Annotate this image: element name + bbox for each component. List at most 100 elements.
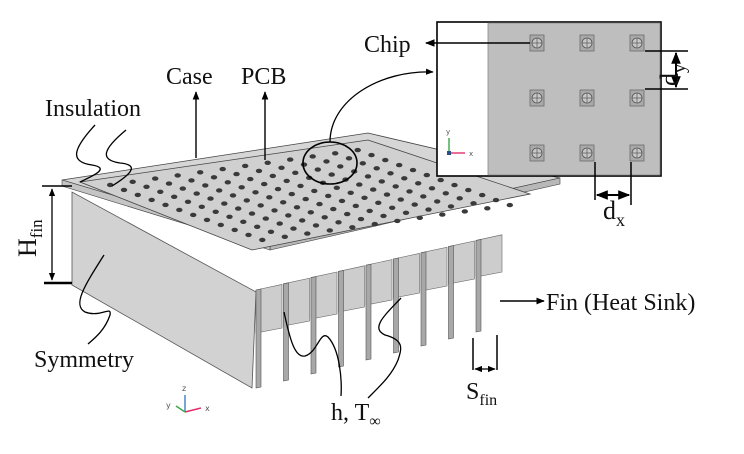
hfin-label: Hfin xyxy=(13,219,46,257)
fin xyxy=(448,245,454,340)
main-axis-triad: z x y xyxy=(166,384,210,413)
chip xyxy=(380,213,387,219)
chip xyxy=(129,179,136,184)
chip xyxy=(309,154,316,159)
chip xyxy=(242,163,249,169)
chip xyxy=(397,197,404,202)
chip xyxy=(364,174,372,179)
chip xyxy=(345,156,353,161)
chip xyxy=(193,191,200,196)
chip xyxy=(238,185,245,190)
chip xyxy=(328,172,335,177)
chip xyxy=(157,189,164,194)
chip xyxy=(442,191,449,196)
chip xyxy=(285,213,292,218)
chip xyxy=(378,179,385,184)
inset-top-view: y x xyxy=(436,21,688,205)
chip xyxy=(176,207,183,213)
chip xyxy=(207,196,214,201)
chip xyxy=(165,181,173,186)
chip xyxy=(456,196,463,201)
chip xyxy=(257,203,264,208)
inset-chip xyxy=(629,144,645,162)
chip xyxy=(356,182,363,187)
chip xyxy=(203,217,211,223)
chip xyxy=(299,218,306,223)
fin xyxy=(420,251,427,347)
dy-label: dy xyxy=(655,64,689,86)
chip xyxy=(326,228,333,233)
chip xyxy=(401,176,408,181)
main-axis-x-label: x xyxy=(205,404,210,413)
chip xyxy=(202,183,209,188)
chip xyxy=(259,237,266,243)
chip xyxy=(188,178,195,183)
chip xyxy=(361,195,368,200)
chip xyxy=(212,209,219,214)
chip-label: Chip xyxy=(364,32,411,58)
fin xyxy=(393,257,399,354)
insulation-label: Insulation xyxy=(45,96,141,122)
chip xyxy=(344,211,351,217)
chip xyxy=(174,173,181,178)
chip xyxy=(148,197,155,203)
chip xyxy=(269,173,276,179)
fin xyxy=(365,263,372,361)
chip xyxy=(420,194,427,199)
inset-chip xyxy=(629,89,645,107)
chip xyxy=(335,220,342,225)
chip xyxy=(302,196,309,202)
chip xyxy=(274,186,282,192)
chip xyxy=(423,172,430,178)
chip xyxy=(143,184,150,189)
chip xyxy=(425,207,432,212)
chip xyxy=(255,168,263,174)
chip xyxy=(233,171,240,177)
insulation-leader-1 xyxy=(75,124,101,183)
chip xyxy=(287,157,294,162)
chip xyxy=(347,190,354,195)
chip xyxy=(264,160,271,165)
chip xyxy=(283,178,290,184)
chip xyxy=(357,216,365,222)
chip xyxy=(370,187,377,192)
chip xyxy=(271,208,278,213)
chip xyxy=(290,226,297,231)
chip xyxy=(240,219,247,224)
chip xyxy=(120,187,128,193)
chip xyxy=(352,203,359,209)
chip xyxy=(221,201,228,206)
chip xyxy=(297,183,304,189)
chip xyxy=(152,176,159,181)
chip xyxy=(373,166,380,171)
fin xyxy=(310,276,317,375)
dx-label: dx xyxy=(603,196,625,230)
chip xyxy=(252,190,259,195)
chip xyxy=(254,224,261,229)
chip xyxy=(447,204,455,209)
inset-chip xyxy=(579,34,595,52)
chip xyxy=(470,201,477,206)
chip xyxy=(387,171,394,176)
fin xyxy=(255,288,262,389)
chip xyxy=(409,167,417,173)
chip xyxy=(307,210,314,215)
chip xyxy=(402,210,410,215)
inset-chip xyxy=(629,34,645,52)
chip xyxy=(316,201,323,207)
chip xyxy=(415,181,422,186)
chip xyxy=(224,180,231,185)
inset-axis-y-label: y xyxy=(446,128,450,136)
chip xyxy=(216,188,223,193)
chip xyxy=(382,157,389,163)
chip xyxy=(461,209,468,214)
chip xyxy=(354,147,361,153)
case-label: Case xyxy=(166,64,213,90)
fin-heat-sink-label: Fin (Heat Sink) xyxy=(546,290,695,316)
inset-chip-grid xyxy=(529,34,645,162)
chip xyxy=(219,166,226,172)
chip xyxy=(226,214,233,219)
h-tinf-leader-1 xyxy=(283,311,342,397)
chip xyxy=(371,221,378,227)
chip xyxy=(389,205,396,210)
